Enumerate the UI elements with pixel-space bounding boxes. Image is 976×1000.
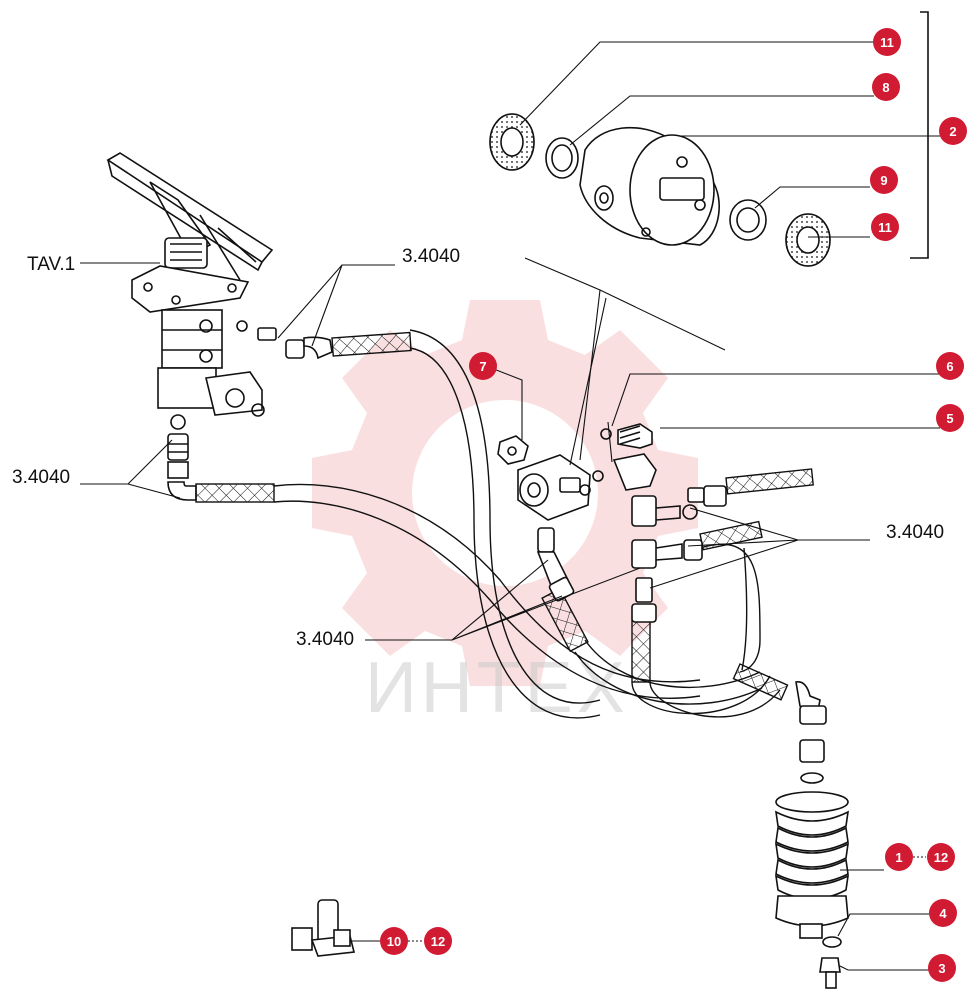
valve-detail [489, 11, 929, 466]
callout-6-text: 6 [946, 359, 953, 374]
leader-lines [80, 41, 940, 971]
callout-11-top-text: 11 [880, 35, 894, 50]
callout-7: 7 [469, 352, 497, 380]
callout-5-text: 5 [946, 411, 953, 426]
callout-12-right: 12 [927, 843, 955, 871]
center-fittings [497, 423, 727, 623]
callout-8-text: 8 [882, 80, 889, 95]
callout-9: 9 [870, 166, 898, 194]
callout-2-text: 2 [949, 124, 956, 139]
callout-4: 4 [929, 899, 957, 927]
small-parts-10 [291, 899, 355, 957]
bellows-rings [774, 810, 850, 900]
callout-1: 1 [885, 843, 913, 871]
callout-10: 10 [380, 927, 408, 955]
callout-badges: 11 8 2 9 11 7 6 5 [352, 28, 967, 982]
callout-10-text: 10 [387, 934, 401, 949]
pedal-valve-assembly [106, 152, 333, 501]
callout-12-right-text: 12 [934, 850, 948, 865]
callout-12-bottom: 12 [424, 927, 452, 955]
label-code-right: 3.4040 [886, 522, 944, 543]
callout-8: 8 [872, 73, 900, 101]
callout-11-top: 11 [873, 28, 901, 56]
label-code-center: 3.4040 [296, 629, 354, 650]
slave-cylinder [774, 680, 850, 989]
callout-5: 5 [936, 404, 964, 432]
callout-11-mid-text: 11 [878, 220, 892, 235]
callout-12-bottom-text: 12 [431, 934, 445, 949]
callout-2: 2 [939, 117, 967, 145]
hoses [195, 329, 814, 719]
label-code-top: 3.4040 [402, 246, 460, 267]
callout-3-text: 3 [938, 961, 945, 976]
callout-6: 6 [936, 352, 964, 380]
callout-9-text: 9 [880, 173, 887, 188]
callout-1-text: 1 [895, 850, 902, 865]
callout-3: 3 [928, 954, 956, 982]
watermark-text: ИНТЕХ [365, 648, 629, 728]
watermark-logo [312, 300, 698, 686]
callout-11-mid: 11 [871, 213, 899, 241]
label-code-left: 3.4040 [12, 467, 70, 488]
callout-4-text: 4 [939, 906, 947, 921]
callout-7-text: 7 [479, 359, 486, 374]
label-tav1: TAV.1 [27, 254, 75, 275]
